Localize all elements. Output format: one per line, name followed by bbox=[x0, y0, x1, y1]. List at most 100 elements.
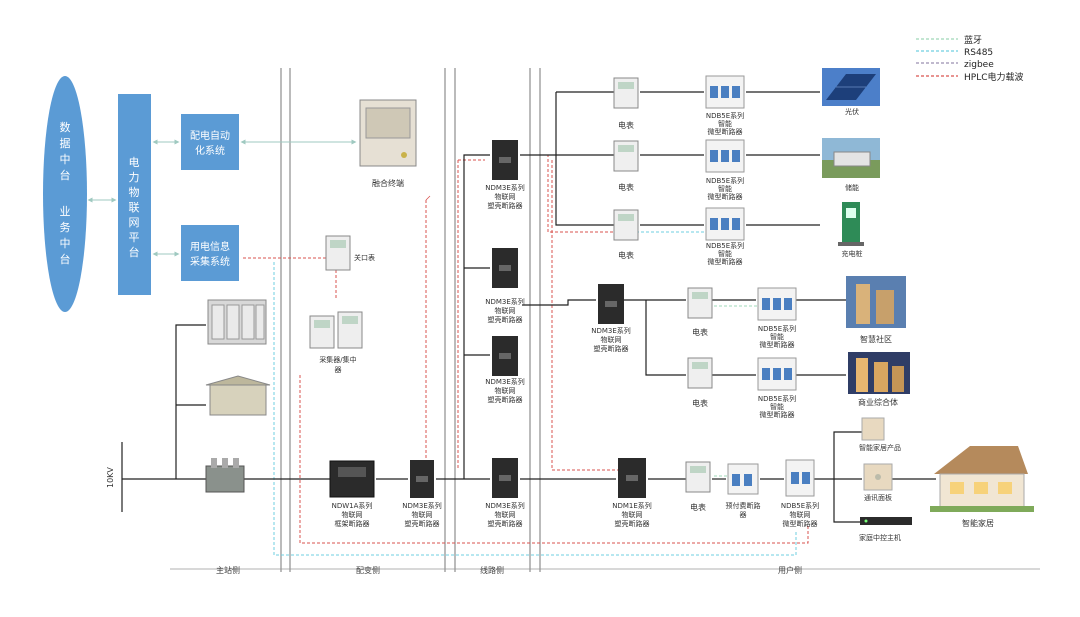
svg-text:微型断路器: 微型断路器 bbox=[708, 127, 743, 136]
pv-label: 光伏 bbox=[845, 107, 859, 116]
section-main: 主站侧 bbox=[216, 565, 240, 575]
iot-platform-label: 电 力 物 联 网 平 台 bbox=[129, 156, 140, 259]
dist-automation-line2: 化系统 bbox=[195, 144, 225, 157]
smart-home-label: 智能家居 bbox=[962, 518, 994, 528]
comm-panel-icon bbox=[863, 463, 893, 491]
svg-text:NDB5E系列: NDB5E系列 bbox=[781, 501, 819, 510]
svg-text:NDM3E系列: NDM3E系列 bbox=[402, 501, 442, 510]
svg-text:NDM3E系列: NDM3E系列 bbox=[485, 297, 525, 306]
voltage-label: 10KV bbox=[106, 467, 115, 488]
ndb5e-iot-icon bbox=[785, 459, 815, 497]
svg-text:台: 台 bbox=[60, 168, 71, 182]
svg-text:微型断路器: 微型断路器 bbox=[760, 410, 795, 419]
concentrator-label-1: 采集器/集中 bbox=[319, 355, 356, 364]
svg-text:NDM3E系列: NDM3E系列 bbox=[485, 501, 525, 510]
svg-text:网: 网 bbox=[129, 216, 140, 229]
commercial-label: 商业综合体 bbox=[858, 397, 898, 407]
svg-text:物联网: 物联网 bbox=[495, 510, 516, 519]
svg-text:智能: 智能 bbox=[718, 249, 732, 258]
meter-storage-label: 电表 bbox=[618, 182, 634, 192]
meter-charger-icon bbox=[613, 209, 639, 241]
svg-text:物联网: 物联网 bbox=[342, 510, 363, 519]
charging-pile-icon bbox=[838, 202, 864, 246]
svg-text:物联网: 物联网 bbox=[790, 510, 811, 519]
svg-text:物联网: 物联网 bbox=[495, 306, 516, 315]
svg-text:微型断路器: 微型断路器 bbox=[783, 519, 818, 528]
pv-panel-icon bbox=[822, 68, 880, 106]
section-dividers bbox=[170, 68, 1040, 572]
concentrator-label-2: 器 bbox=[335, 366, 342, 374]
collection-system-line1: 用电信息 bbox=[190, 240, 230, 253]
svg-text:NDM3E系列: NDM3E系列 bbox=[591, 326, 631, 335]
ndm3e-line-2-label: NDM3E系列 物联网 塑壳断路器 bbox=[485, 297, 525, 324]
meter-home-icon bbox=[685, 461, 711, 493]
svg-text:智能: 智能 bbox=[718, 119, 732, 128]
svg-text:NDW1A系列: NDW1A系列 bbox=[332, 501, 373, 510]
svg-text:台: 台 bbox=[129, 245, 140, 259]
svg-text:智能: 智能 bbox=[770, 402, 784, 411]
legend-bluetooth: 蓝牙 bbox=[964, 34, 982, 46]
charger-label: 充电桩 bbox=[842, 249, 863, 258]
legend-zigbee: zigbee bbox=[964, 60, 994, 70]
gateway-meter-label: 关口表 bbox=[354, 253, 375, 262]
power-lines bbox=[121, 91, 936, 523]
community-label: 智慧社区 bbox=[860, 334, 892, 344]
smart-home-product-icon bbox=[861, 417, 885, 441]
collection-system-box bbox=[181, 225, 239, 281]
ndm1e-breaker-icon bbox=[618, 458, 646, 498]
commercial-complex-icon bbox=[848, 352, 910, 394]
ndb5e-community-icon bbox=[757, 287, 797, 321]
svg-text:中: 中 bbox=[60, 153, 71, 166]
ndm3e-breaker-user-icon bbox=[598, 284, 624, 324]
fusion-terminal-label: 融合终端 bbox=[372, 178, 404, 188]
section-line: 线路侧 bbox=[480, 565, 504, 575]
svg-text:物联网: 物联网 bbox=[495, 192, 516, 201]
svg-text:平: 平 bbox=[129, 231, 140, 244]
ndw1a-label: NDW1A系列 物联网 框架断路器 bbox=[332, 501, 373, 528]
ndm3e-breaker-line-1-icon bbox=[492, 140, 518, 180]
ndm1e-label: NDM1E系列 物联网 塑壳断路器 bbox=[612, 501, 652, 528]
box-substation-icon bbox=[205, 375, 271, 416]
svg-text:NDM1E系列: NDM1E系列 bbox=[612, 501, 652, 510]
legend-hplc: HPLC电力载波 bbox=[964, 71, 1024, 83]
meter-home-label: 电表 bbox=[690, 502, 706, 512]
svg-text:据: 据 bbox=[60, 136, 71, 150]
meter-pv-icon bbox=[613, 77, 639, 109]
ndb5e-charger-icon bbox=[705, 207, 745, 241]
meter-community-label: 电表 bbox=[692, 327, 708, 337]
gateway-meter-icon bbox=[325, 235, 351, 271]
platform-arrows bbox=[87, 139, 357, 257]
concentrator-icon bbox=[309, 311, 363, 349]
svg-text:数: 数 bbox=[60, 121, 71, 134]
community-building-icon bbox=[846, 276, 906, 328]
ndm3e-breaker-dist-icon bbox=[410, 460, 434, 498]
meter-commercial-label: 电表 bbox=[692, 398, 708, 408]
home-host-label: 家庭中控主机 bbox=[859, 533, 901, 542]
svg-text:NDB5E系列: NDB5E系列 bbox=[758, 394, 796, 403]
meter-pv-label: 电表 bbox=[618, 120, 634, 130]
svg-text:务: 务 bbox=[60, 221, 71, 234]
data-center-label: 数 据 中 台 bbox=[60, 121, 71, 182]
meter-community-icon bbox=[687, 287, 713, 319]
ndb5e-storage-icon bbox=[705, 139, 745, 173]
meter-storage-icon bbox=[613, 140, 639, 172]
svg-text:塑壳断路器: 塑壳断路器 bbox=[488, 395, 523, 404]
svg-text:力: 力 bbox=[129, 171, 140, 184]
switchgear-cabinet-icon bbox=[207, 299, 267, 345]
svg-text:NDM3E系列: NDM3E系列 bbox=[485, 377, 525, 386]
smart-home-house-icon bbox=[930, 446, 1034, 512]
svg-text:塑壳断路器: 塑壳断路器 bbox=[488, 201, 523, 210]
svg-text:微型断路器: 微型断路器 bbox=[708, 192, 743, 201]
svg-text:预付费断路: 预付费断路 bbox=[726, 501, 761, 510]
ndm3e-line-4-label: NDM3E系列 物联网 塑壳断路器 bbox=[485, 501, 525, 528]
business-center-label: 业 务 中 台 bbox=[60, 205, 71, 266]
fusion-terminal-icon bbox=[359, 99, 417, 167]
ndb5e-pv-icon bbox=[705, 75, 745, 109]
meter-commercial-icon bbox=[687, 357, 713, 389]
meter-charger-label: 电表 bbox=[618, 250, 634, 260]
